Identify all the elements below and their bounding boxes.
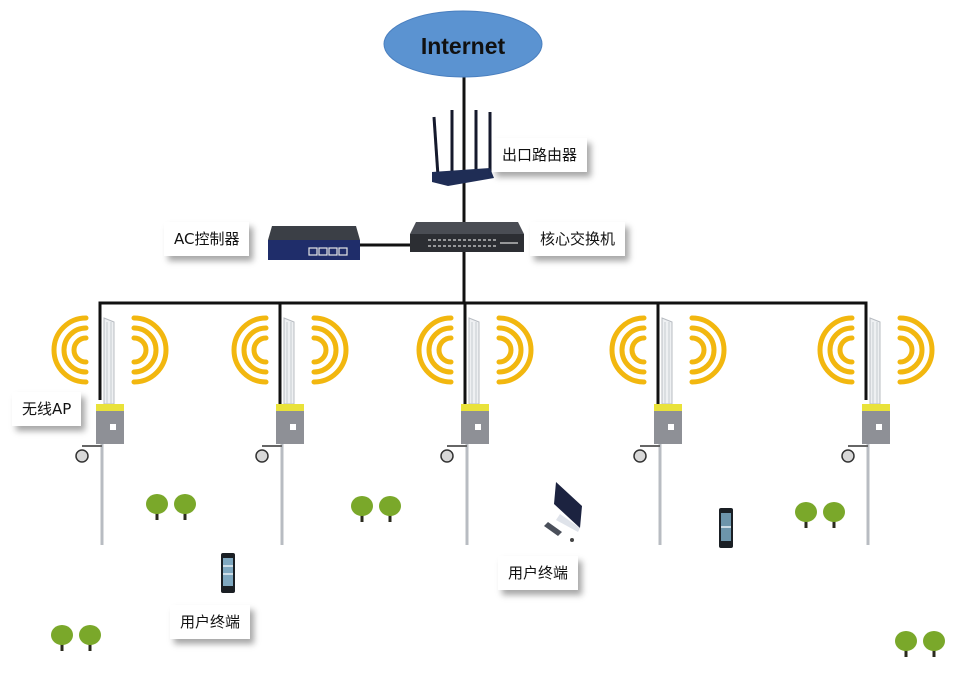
tree-icon bbox=[174, 494, 196, 520]
tree-icon bbox=[823, 502, 845, 528]
access-point bbox=[416, 315, 534, 545]
access-point bbox=[817, 315, 935, 545]
links bbox=[98, 72, 868, 420]
wifi-signal-icon bbox=[609, 315, 727, 385]
core-switch-icon bbox=[410, 222, 524, 252]
trees bbox=[51, 494, 945, 657]
ap-antenna bbox=[283, 317, 295, 405]
terminal-label: 用户终端 bbox=[170, 605, 251, 639]
camera-icon bbox=[841, 449, 855, 463]
access-points bbox=[51, 315, 935, 545]
ap-antenna bbox=[103, 317, 115, 405]
ap-antenna bbox=[661, 317, 673, 405]
ac-controller-label: AC控制器 bbox=[164, 222, 250, 256]
camera-icon bbox=[255, 449, 269, 463]
router-icon bbox=[432, 110, 494, 186]
tree-icon bbox=[795, 502, 817, 528]
link-bus bbox=[98, 301, 868, 400]
camera-icon bbox=[75, 449, 89, 463]
router-label: 出口路由器 bbox=[492, 138, 588, 172]
wifi-signal-icon bbox=[51, 315, 169, 385]
internet-label: Internet bbox=[420, 33, 506, 59]
access-point bbox=[231, 315, 349, 545]
ac-controller-icon bbox=[268, 226, 360, 260]
ap-antenna bbox=[869, 317, 881, 405]
terminal-label: 用户终端 bbox=[498, 556, 579, 590]
core-switch-label: 核心交换机 bbox=[530, 222, 626, 256]
wifi-signal-icon bbox=[231, 315, 349, 385]
tree-icon bbox=[79, 625, 101, 651]
wifi-signal-icon bbox=[416, 315, 534, 385]
tree-icon bbox=[379, 496, 401, 522]
access-point bbox=[51, 315, 169, 545]
tree-icon bbox=[146, 494, 168, 520]
internet-cloud bbox=[383, 10, 543, 78]
wifi-signal-icon bbox=[817, 315, 935, 385]
phone-icon bbox=[221, 553, 235, 593]
camera-icon bbox=[633, 449, 647, 463]
ap-antenna bbox=[468, 317, 480, 405]
tree-icon bbox=[923, 631, 945, 657]
tree-icon bbox=[351, 496, 373, 522]
tree-icon bbox=[895, 631, 917, 657]
access-point bbox=[609, 315, 727, 545]
camera-icon bbox=[440, 449, 454, 463]
ap-label: 无线AP bbox=[12, 392, 82, 426]
tree-icon bbox=[51, 625, 73, 651]
laptop-icon bbox=[544, 482, 582, 542]
phone-icon bbox=[719, 508, 733, 548]
